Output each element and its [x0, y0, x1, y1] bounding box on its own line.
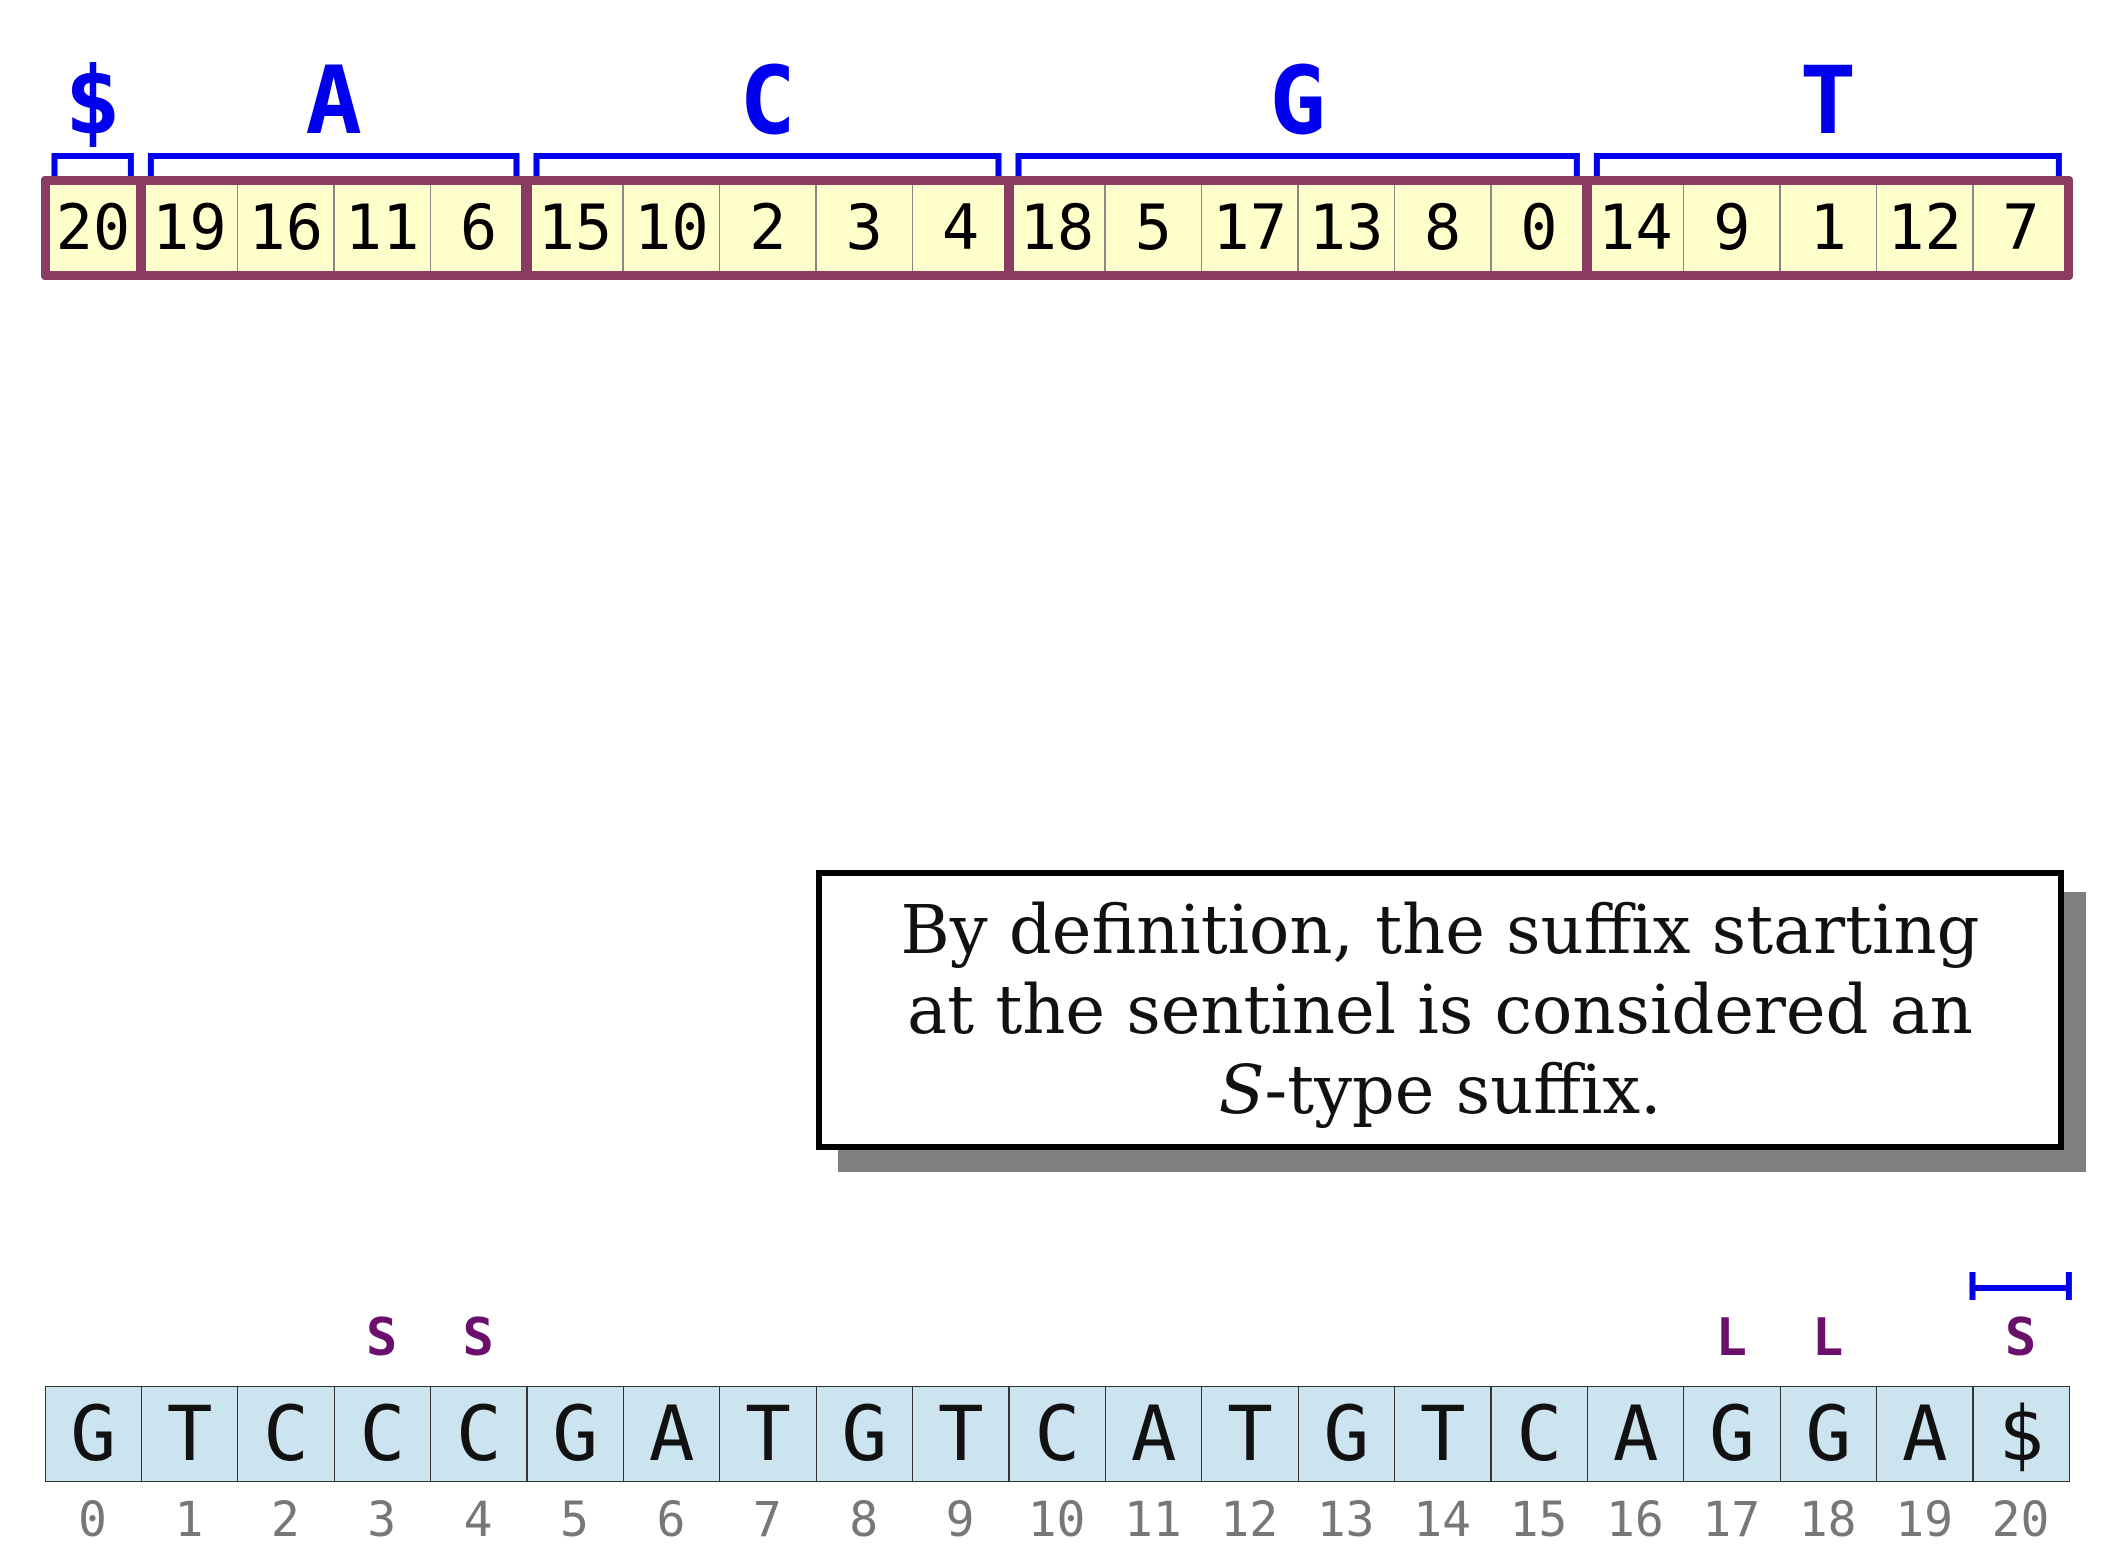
string-character-cell: C	[237, 1386, 335, 1482]
bucket-letter: G	[1269, 47, 1326, 156]
string-index-label: 1	[174, 1492, 204, 1548]
string-character-cell: G	[1779, 1386, 1878, 1482]
bucket-frame	[1582, 176, 2073, 280]
suffix-array-cell: 17	[1201, 182, 1299, 274]
string-character-cell: C	[430, 1386, 528, 1482]
string-index-label: 5	[560, 1492, 589, 1548]
string-index-label: 19	[1895, 1492, 1953, 1548]
string-character-cell: G	[1683, 1386, 1781, 1482]
suffix-array-cell: 3	[815, 182, 913, 274]
string-index-label: 14	[1413, 1492, 1471, 1548]
string-index-label: 17	[1702, 1492, 1761, 1548]
string-character-cell: G	[44, 1386, 142, 1482]
string-character-cell: C	[1008, 1386, 1106, 1482]
suffix-array-cell: 10	[622, 182, 720, 274]
bucket-letter: T	[1799, 47, 1857, 156]
callout-line-2: at the sentinel is considered an	[907, 971, 1973, 1049]
string-index-label: 15	[1509, 1492, 1568, 1548]
explanation-callout: By definition, the suffix starting at th…	[816, 870, 2064, 1150]
type-label: L	[1715, 1308, 1747, 1368]
callout-line-3: -type suffix.	[1264, 1051, 1662, 1129]
type-label: L	[1812, 1308, 1844, 1368]
type-label: S	[462, 1308, 494, 1368]
suffix-array-cell: 14	[1586, 182, 1684, 274]
string-character-cell: G	[526, 1386, 624, 1482]
bucket-bracket	[1015, 153, 1580, 176]
suffix-array-cell: 16	[237, 182, 335, 274]
bucket-bracket	[51, 153, 134, 176]
string-index-label: 6	[656, 1492, 686, 1548]
suffix-array-cell: 1	[1779, 182, 1877, 274]
suffix-array-cell: 6	[430, 182, 527, 274]
string-index-label: 3	[367, 1492, 397, 1548]
string-character-cell: T	[912, 1386, 1010, 1482]
bucket-bracket	[1593, 153, 2062, 176]
type-label: S	[2004, 1308, 2037, 1368]
string-index-label: 10	[1027, 1492, 1086, 1548]
bucket-bracket	[147, 153, 520, 176]
bucket-frame	[1004, 176, 1591, 280]
string-index-label: 18	[1798, 1492, 1857, 1548]
string-character-cell: A	[1104, 1386, 1203, 1482]
string-character-cell: T	[140, 1386, 239, 1482]
suffix-array-cell: 7	[1972, 182, 2070, 274]
bucket-frame	[40, 176, 145, 280]
bucket-bracket	[533, 153, 1002, 176]
suffix-array-cell: 4	[912, 182, 1009, 274]
string-index-label: 9	[945, 1492, 975, 1548]
bucket-letter: C	[739, 47, 796, 156]
suffix-array-cell: 9	[1683, 182, 1781, 274]
bucket-letter: A	[305, 47, 362, 156]
string-character-cell: $	[1972, 1386, 2070, 1482]
suffix-array-cell: 18	[1008, 182, 1106, 274]
string-index-label: 2	[270, 1492, 300, 1548]
string-index-label: 7	[752, 1492, 782, 1548]
suffix-array-cell: 20	[44, 182, 142, 274]
suffix-array-cell: 5	[1104, 182, 1202, 274]
string-character-cell: T	[719, 1386, 817, 1482]
string-character-cell: G	[815, 1386, 914, 1482]
bucket-frame	[136, 176, 531, 280]
string-index-label: 0	[78, 1492, 107, 1548]
string-index-label: 20	[1991, 1492, 2050, 1548]
callout-s-type-symbol: S	[1218, 1051, 1265, 1129]
callout-text: By definition, the suffix starting at th…	[850, 890, 2030, 1130]
suffix-range-bracket	[1969, 1272, 2072, 1300]
string-character-cell: C	[1490, 1386, 1588, 1482]
string-index-label: 8	[849, 1492, 879, 1548]
suffix-array-cell: 11	[333, 182, 431, 274]
suffix-array-cell: 19	[140, 182, 238, 274]
bucket-letter: $	[64, 47, 121, 156]
string-index-label: 12	[1220, 1492, 1279, 1548]
string-character-cell: T	[1201, 1386, 1299, 1482]
suffix-array-cell: 8	[1394, 182, 1491, 274]
type-label: S	[366, 1308, 398, 1368]
string-index-label: 11	[1123, 1492, 1182, 1548]
bucket-frame	[522, 176, 1013, 280]
string-index-label: 13	[1316, 1492, 1375, 1548]
callout-line-1: By definition, the suffix starting	[900, 891, 1980, 969]
string-character-cell: T	[1394, 1386, 1492, 1482]
string-character-cell: G	[1297, 1386, 1396, 1482]
string-character-cell: A	[1586, 1386, 1685, 1482]
string-index-label: 4	[463, 1492, 493, 1548]
string-index-label: 16	[1605, 1492, 1664, 1548]
string-character-cell: C	[333, 1386, 432, 1482]
string-character-cell: A	[1876, 1386, 1974, 1482]
string-character-cell: A	[622, 1386, 721, 1482]
